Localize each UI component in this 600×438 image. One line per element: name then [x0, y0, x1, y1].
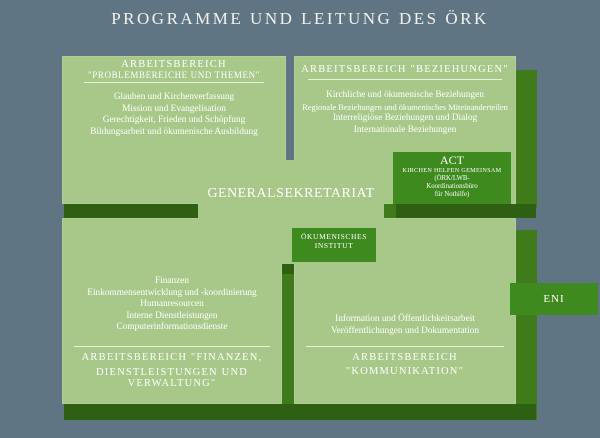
act-line: für Nothilfe)	[434, 191, 470, 198]
list-item: Finanzen	[154, 276, 190, 286]
list-item: Internationale Beziehungen	[353, 124, 457, 135]
box-depth-bottom-right	[515, 230, 537, 420]
act-badge: ACT KIRCHEN HELFEN GEMEINSAM (ÖRK/LWB- K…	[393, 152, 511, 204]
list-item: Kirchliche und ökumenische Beziehungen	[326, 90, 484, 100]
list-item: Computerinformationsdienste	[116, 322, 228, 333]
list-item: Gerechtigkeit, Frieden und Schöpfung	[102, 115, 246, 126]
act-title: ACT	[440, 153, 464, 167]
list-item: Mission und Evangelisation	[122, 103, 226, 114]
list-item: Veröffentlichungen und Dokumentation	[330, 325, 480, 336]
box-finance-services-items: Finanzen Einkommensentwicklung und -koor…	[62, 276, 282, 334]
box-relations-items: Kirchliche und ökumenische Beziehungen R…	[294, 90, 516, 136]
page-title: PROGRAMME UND LEITUNG DES ÖRK	[111, 9, 489, 28]
list-item: Information und Öffentlichkeitsarbeit	[335, 314, 475, 324]
box-general-secretariat: GENERALSEKRETARIAT ÖKUMENISCHES INSTITUT	[198, 160, 384, 264]
list-item: Interne Dienstleistungen	[126, 310, 218, 321]
box-depth-bottom-left-bottom	[64, 404, 296, 420]
heading-line: "PROBLEMBEREICHE UND THEMEN"	[88, 70, 260, 80]
box-problem-areas-heading: ARBEITSBEREICH "PROBLEMBEREICHE UND THEM…	[62, 59, 286, 81]
ecumenical-institute-badge: ÖKUMENISCHES INSTITUT	[292, 228, 376, 262]
list-item: Regionale Beziehungen und ökumenisches M…	[302, 102, 508, 112]
box-problem-areas-items: Glauben und Kirchenverfassung Mission un…	[62, 92, 286, 138]
badge-line: INSTITUT	[314, 241, 354, 250]
act-subtitle: KIRCHEN HELFEN GEMEINSAM	[402, 167, 502, 174]
list-item: Bildungsarbeit und ökumenische Ausbildun…	[90, 126, 258, 137]
heading-line: "KOMMUNIKATION"	[345, 366, 465, 377]
general-secretariat-label: GENERALSEKRETARIAT	[207, 186, 375, 201]
box-depth-bottom-right-bottom	[296, 404, 536, 420]
list-item: Glauben und Kirchenverfassung	[113, 92, 235, 102]
box-depth-top-right	[515, 70, 537, 208]
eni-badge: ENI	[510, 283, 598, 315]
heading-line: DIENSTLEISTUNGEN UND VERWALTUNG"	[95, 367, 249, 389]
heading-rule	[84, 82, 264, 83]
list-item: Einkommensentwicklung und -koordinierung	[87, 287, 257, 298]
act-line: (ÖRK/LWB-	[434, 175, 470, 182]
box-communication-heading: ARBEITSBEREICH "KOMMUNIKATION"	[294, 352, 516, 377]
heading-line: ARBEITSBEREICH "BEZIEHUNGEN"	[301, 64, 509, 75]
heading-rule	[308, 79, 502, 80]
act-line: Koordinationsbüro	[426, 183, 478, 190]
badge-line: ÖKUMENISCHES	[301, 232, 367, 241]
heading-rule	[306, 346, 504, 347]
heading-line: ARBEITSBEREICH	[121, 59, 227, 70]
box-communication-items: Information und Öffentlichkeitsarbeit Ve…	[294, 314, 516, 337]
box-relations-heading: ARBEITSBEREICH "BEZIEHUNGEN"	[294, 64, 516, 75]
heading-rule	[74, 346, 270, 347]
heading-line: ARBEITSBEREICH "FINANZEN,	[81, 352, 263, 363]
box-depth-bottom-left	[282, 230, 296, 420]
heading-line: ARBEITSBEREICH	[352, 352, 458, 363]
box-finance-services-heading: ARBEITSBEREICH "FINANZEN, DIENSTLEISTUNG…	[62, 352, 282, 389]
list-item: Interreligiöse Beziehungen und Dialog	[332, 113, 478, 124]
list-item: Humanresourcen	[140, 299, 204, 310]
